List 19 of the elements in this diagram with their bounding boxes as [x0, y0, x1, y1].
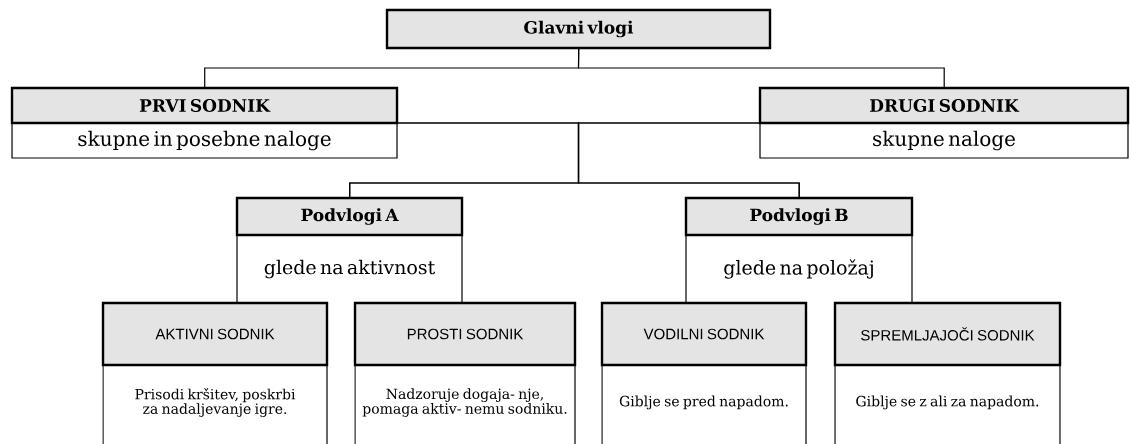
description-box: glede na položaj — [685, 234, 913, 304]
heading-box: VODILNI SODNIK — [600, 301, 808, 367]
heading-box: PRVI SODNIK — [10, 86, 399, 125]
heading-box: Glavni vlogi — [385, 8, 772, 50]
heading-box: PROSTI SODNIK — [353, 301, 577, 367]
heading-box: AKTIVNI SODNIK — [101, 301, 329, 367]
heading-box: Podvlogi B — [684, 196, 914, 237]
description-box: Prisodi kršitev, poskrbi za nadaljevanje igre. — [102, 364, 328, 444]
heading-box: Podvlogi A — [235, 196, 464, 237]
description-box: skupne naloge — [759, 122, 1129, 159]
description-box: glede na aktivnost — [236, 234, 463, 304]
description-box: Giblje se z ali za napadom. — [834, 364, 1061, 444]
description-box: Giblje se pred napadom. — [601, 364, 807, 444]
heading-box: DRUGI SODNIK — [758, 86, 1130, 125]
connector-line — [577, 122, 800, 199]
description-box: Nadzoruje dogaja- nje, pomaga aktiv- nemu sodniku. — [354, 364, 576, 444]
description-box: skupne in posebne naloge — [11, 122, 398, 159]
connector-line — [577, 47, 945, 89]
heading-box: SPREMLJAJOČI SODNIK — [833, 301, 1062, 367]
